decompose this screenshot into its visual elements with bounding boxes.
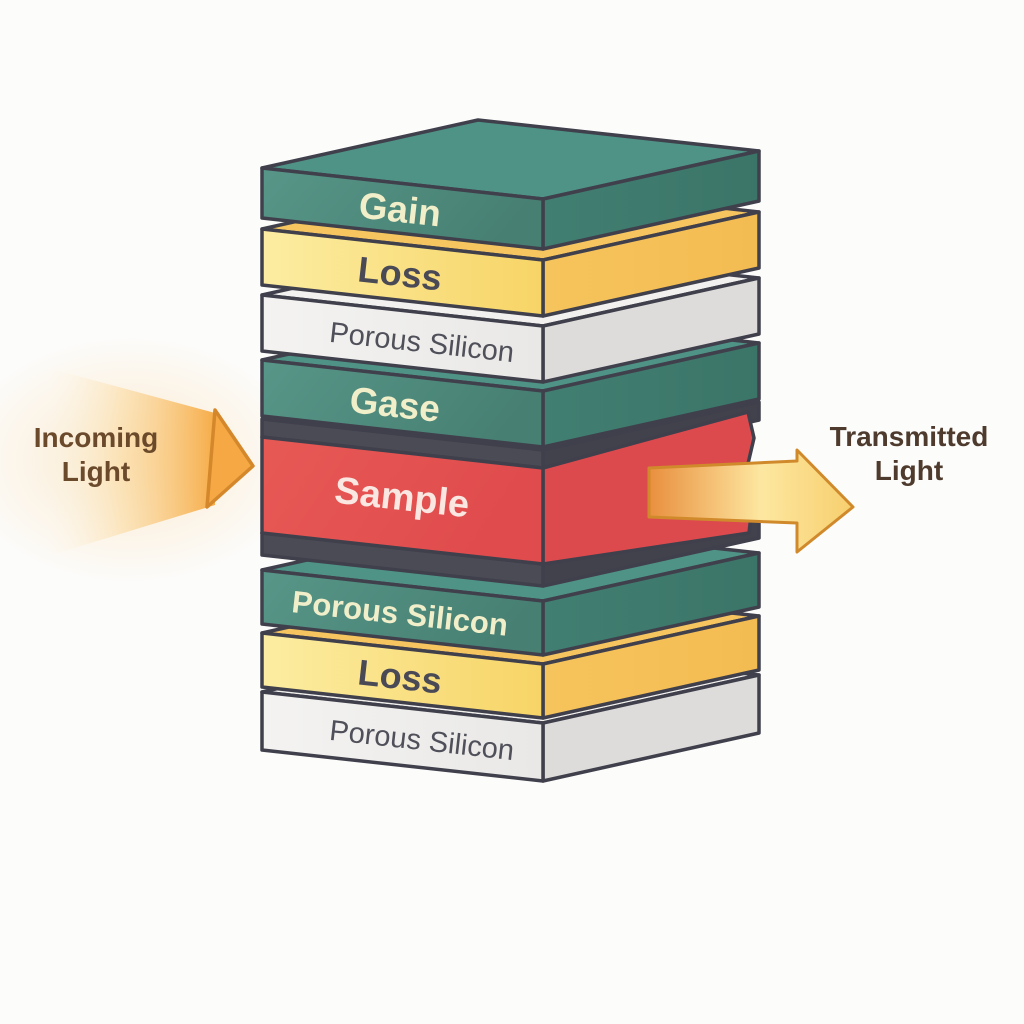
incoming-light-label-line1: Incoming: [34, 422, 158, 453]
porous-silicon-bottom-front-face: [260, 690, 545, 783]
gase-front-face: [260, 358, 545, 449]
incoming-light-label: Incoming Light: [34, 422, 158, 487]
loss-bottom-front-face: [260, 631, 545, 720]
incoming-light-arrowhead: [205, 408, 255, 509]
transmitted-light-arrow: [647, 448, 855, 554]
layer-stack: [260, 118, 761, 783]
gain-front-face: [260, 166, 545, 251]
porous-silicon-middle-front-face: [260, 568, 545, 657]
incoming-light-label-line2: Light: [62, 456, 130, 487]
transmitted-light-label-line2: Light: [875, 455, 943, 486]
gain-label: Gain: [357, 185, 443, 235]
loss-top-label: Loss: [356, 249, 444, 299]
gase-label: Gase: [348, 379, 442, 430]
incoming-light-arrow: [48, 368, 255, 556]
layer-gain: [260, 118, 761, 251]
incoming-light-beam: [48, 368, 215, 556]
loss-top-front-face: [260, 227, 545, 318]
porous-silicon-top-front-face: [260, 293, 545, 384]
loss-bottom-label: Loss: [356, 652, 444, 702]
transmitted-light-label: Transmitted Light: [830, 421, 989, 486]
transmitted-light-label-line1: Transmitted: [830, 421, 989, 452]
sample-front-face: [260, 435, 545, 566]
